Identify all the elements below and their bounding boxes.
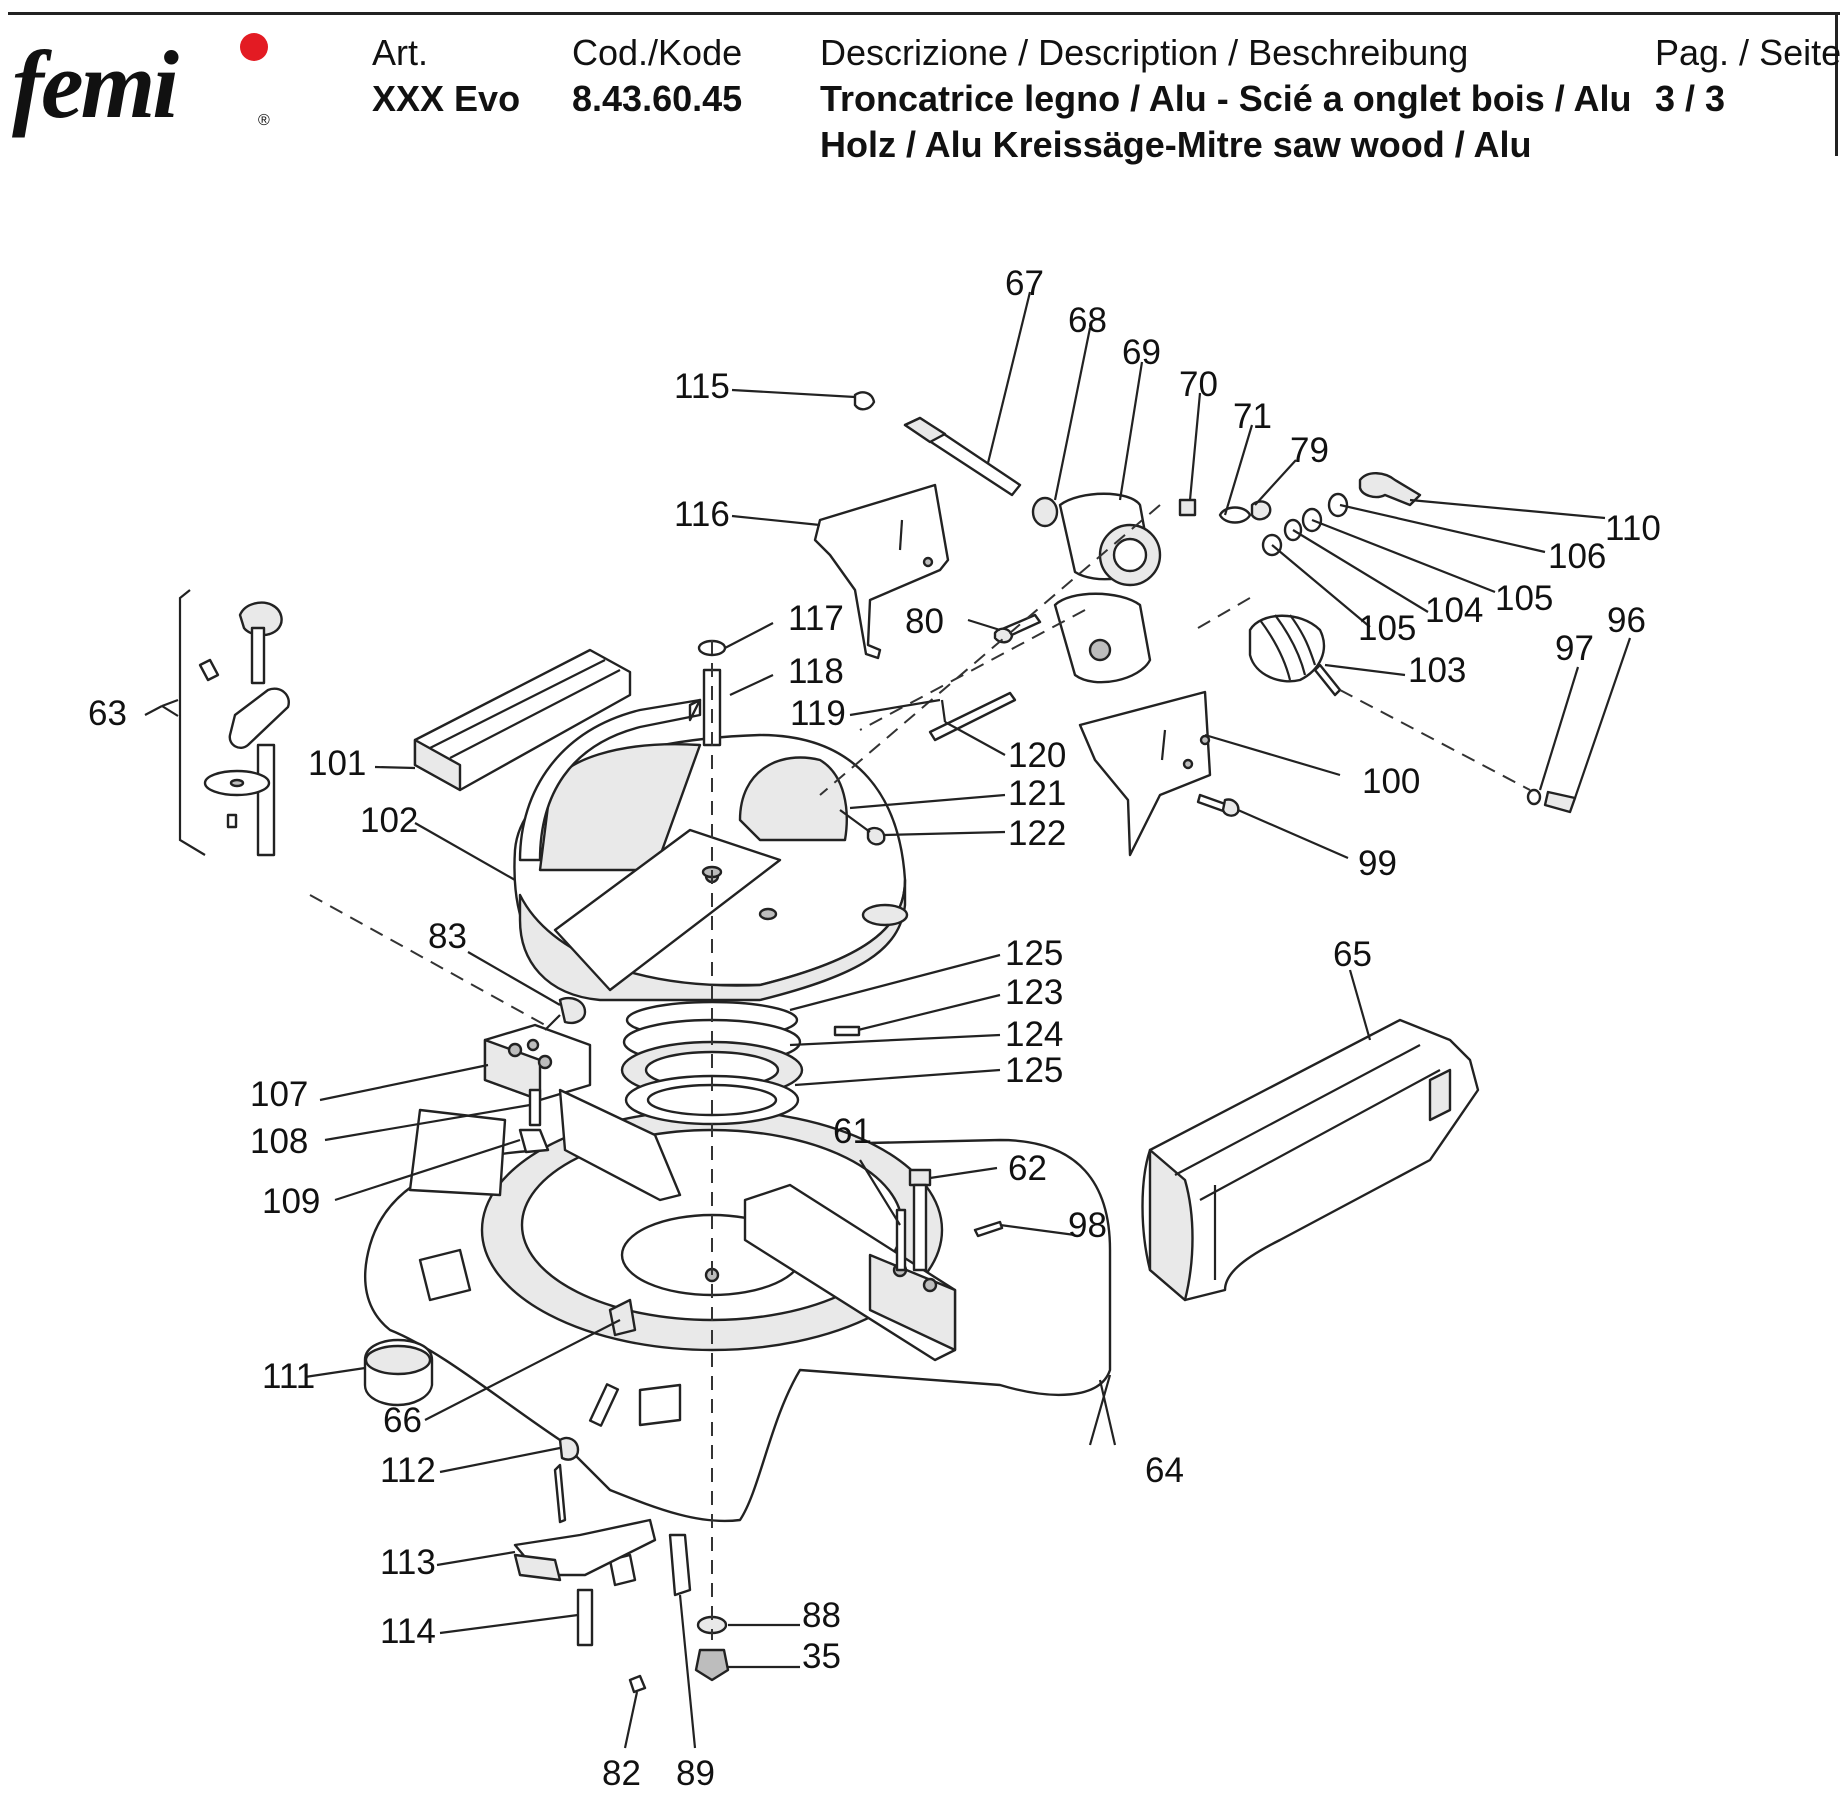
part-label: 119 — [790, 694, 846, 733]
part-label: 80 — [905, 602, 944, 641]
part-label: 99 — [1358, 844, 1397, 883]
header-code: Cod./Kode 8.43.60.45 — [572, 30, 742, 122]
part-label: 105 — [1358, 609, 1416, 648]
part-label: 108 — [250, 1122, 308, 1161]
part-label: 67 — [1005, 264, 1044, 303]
part-label: 122 — [1008, 814, 1066, 853]
part-label: 69 — [1122, 333, 1161, 372]
turntable-102-drawing — [513, 668, 909, 1002]
part-label: 112 — [380, 1451, 436, 1490]
foot-111-drawing — [363, 1338, 434, 1407]
small-parts-drawing — [513, 1168, 1004, 1694]
part-label: 88 — [802, 1596, 841, 1635]
header-article: Art. XXX Evo — [372, 30, 520, 122]
part-label: 124 — [1005, 1015, 1063, 1054]
exploded-parts-diagram: 67 68 69 70 71 79 115 110 106 105 104 10… — [88, 264, 1661, 1793]
part-label: 110 — [1605, 509, 1661, 548]
part-label: 121 — [1008, 774, 1066, 813]
part-label: 100 — [1362, 762, 1420, 801]
article-value: XXX Evo — [372, 78, 521, 119]
part-label: 65 — [1333, 935, 1372, 974]
article-label: Art. — [372, 32, 429, 73]
header-top-rule — [8, 12, 1840, 15]
description-label: Descrizione / Description / Beschreibung — [820, 32, 1469, 73]
part-label: 96 — [1607, 601, 1646, 640]
part-label: 114 — [380, 1612, 436, 1651]
part-label: 62 — [1008, 1149, 1047, 1188]
part-label: 98 — [1068, 1206, 1107, 1245]
part-label: 116 — [674, 495, 730, 534]
part-label: 71 — [1233, 397, 1272, 436]
part-label: 125 — [1005, 934, 1063, 973]
fence-101-drawing — [413, 648, 632, 792]
leader-lines — [144, 291, 1632, 1749]
part-label: 35 — [802, 1637, 841, 1676]
part-label: 102 — [360, 801, 418, 840]
part-label: 106 — [1548, 537, 1606, 576]
part-label: 68 — [1068, 301, 1107, 340]
part-label: 64 — [1145, 1451, 1184, 1490]
page-label: Pag. / Seite — [1655, 32, 1842, 73]
part-label: 123 — [1005, 973, 1063, 1012]
lock-handle-63-drawing — [178, 589, 290, 857]
part-label: 61 — [833, 1112, 872, 1151]
femi-logo: femi ® — [10, 30, 272, 140]
description-line-2: Holz / Alu Kreissäge-Mitre saw wood / Al… — [820, 124, 1532, 165]
part-label: 105 — [1495, 579, 1553, 618]
page-value: 3 / 3 — [1655, 78, 1726, 119]
logo-registered-mark: ® — [258, 112, 270, 129]
part-label: 107 — [250, 1075, 308, 1114]
part-label: 117 — [788, 599, 844, 638]
part-label: 125 — [1005, 1051, 1063, 1090]
part-label: 101 — [308, 744, 366, 783]
description-line-1: Troncatrice legno / Alu - Scié a onglet … — [820, 78, 1632, 119]
part-label: 97 — [1555, 629, 1594, 668]
header-description: Descrizione / Description / Beschreibung… — [820, 30, 1631, 168]
part-labels: 67 68 69 70 71 79 115 110 106 105 104 10… — [88, 264, 1661, 1793]
part-label: 66 — [383, 1401, 422, 1440]
part-label: 113 — [380, 1543, 436, 1582]
pivot-assembly-drawing — [309, 391, 1577, 1640]
part-label: 82 — [602, 1754, 641, 1793]
part-label: 103 — [1408, 651, 1466, 690]
part-label: 70 — [1179, 365, 1218, 404]
part-label: 118 — [788, 652, 844, 691]
part-label: 79 — [1290, 431, 1329, 470]
bearing-stack-drawing — [620, 1000, 861, 1126]
header-page: Pag. / Seite 3 / 3 — [1655, 30, 1841, 122]
clamp-65-drawing — [1141, 1018, 1480, 1302]
logo-wordmark: femi — [12, 31, 179, 138]
part-label: 111 — [262, 1357, 315, 1396]
code-label: Cod./Kode — [572, 32, 743, 73]
bracket-107-drawing — [408, 996, 682, 1202]
part-label: 109 — [262, 1182, 320, 1221]
code-value: 8.43.60.45 — [572, 78, 743, 119]
part-label: 104 — [1425, 591, 1483, 630]
part-label: 83 — [428, 917, 467, 956]
header-right-rule — [1835, 14, 1838, 156]
part-label: 115 — [674, 367, 730, 406]
logo-red-dot — [240, 33, 268, 61]
part-label: 89 — [676, 1754, 715, 1793]
part-label: 120 — [1008, 736, 1066, 775]
part-label: 63 — [88, 694, 127, 733]
